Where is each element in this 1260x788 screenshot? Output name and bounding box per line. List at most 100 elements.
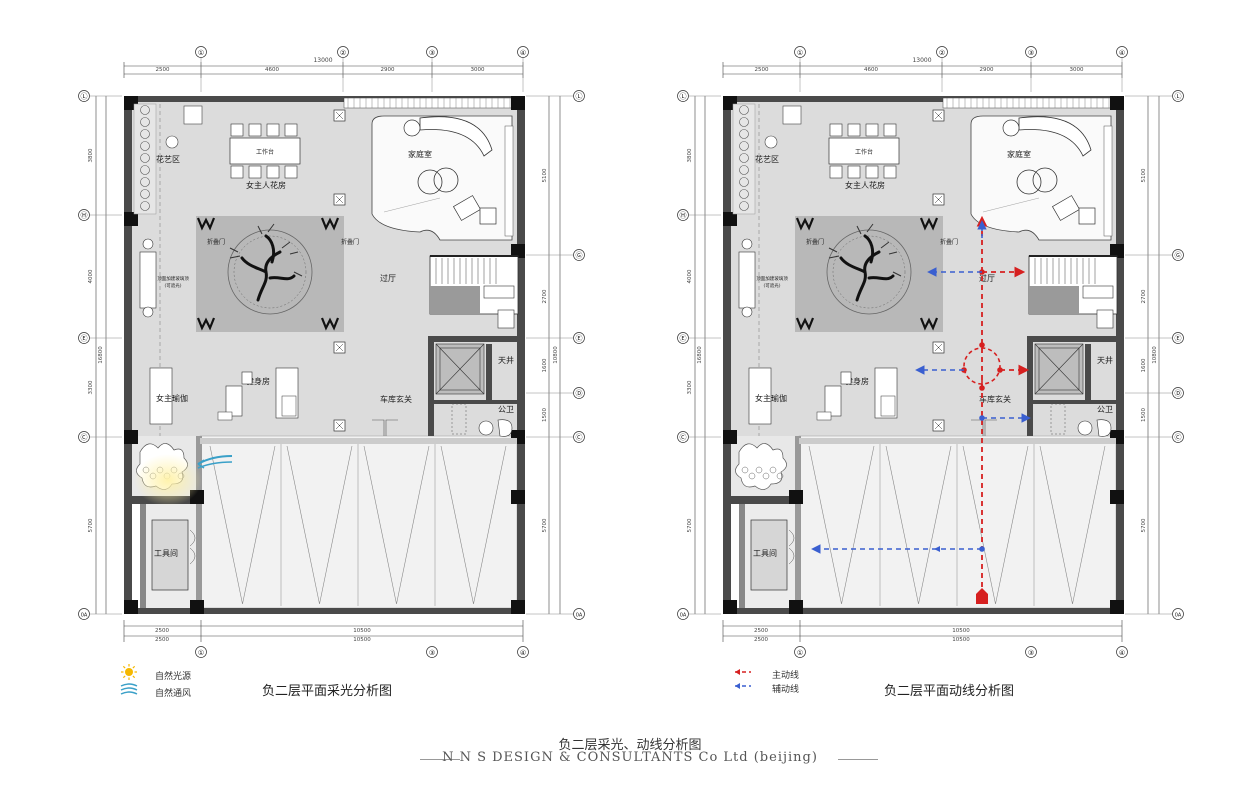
- sun-ray: [122, 665, 126, 669]
- grid-label-right-2: Ⓔ: [1175, 335, 1182, 343]
- sun-ray: [132, 665, 136, 669]
- grid-label-top-3: ④: [1119, 49, 1125, 57]
- workbench-chair-bot-2: [266, 165, 280, 179]
- dim-right-seg-1: 2700: [1141, 289, 1147, 303]
- grid-bubble-right-1: [573, 249, 585, 261]
- workbench-chair-top-0: [829, 123, 843, 137]
- dim-right-seg-0: 5100: [1141, 168, 1147, 182]
- workbench-table: [828, 137, 900, 165]
- grid-bubble-top-3: [1116, 46, 1128, 58]
- wc-wall: [1033, 400, 1117, 404]
- sink-counter: [497, 309, 515, 329]
- dim-left-seg-2: 3300: [88, 380, 94, 394]
- wall-north-window: [343, 97, 515, 109]
- pillar-x-2: [335, 343, 344, 352]
- dim-top-seg-0: 2500: [156, 67, 170, 73]
- grid-label-bottom-0: ①: [797, 649, 803, 657]
- gym-treadmill: [275, 367, 299, 419]
- planter-plant: [140, 165, 150, 175]
- label-hostess-yoga: 女主瑜伽: [156, 393, 188, 403]
- column-7: [1110, 490, 1124, 504]
- aux-flow-node-0: [979, 415, 985, 421]
- dim-left-seg-0: 3800: [687, 148, 693, 162]
- dim-bottom-total: 10500: [952, 637, 970, 643]
- elevator-inner: [439, 347, 481, 391]
- label-ceiling-note: 顶面加建玻璃顶: [157, 275, 189, 282]
- grid-bubble-left-2: [78, 332, 90, 344]
- grid-label-right-4: Ⓒ: [1175, 434, 1182, 442]
- parking-bay-0: [808, 445, 875, 605]
- legend-label-ventilation: 自然通风: [155, 689, 192, 699]
- folding-door-mark-0: [196, 217, 216, 231]
- shrub-leaf: [741, 466, 749, 474]
- workbench-chair-bot-0: [829, 165, 843, 179]
- label-folding-door-left: 折叠门: [806, 238, 824, 246]
- grid-bubble-bottom-1: [1025, 646, 1037, 658]
- grid-bubble-right-5: [1172, 608, 1184, 620]
- grid-label-right-5: 0A: [1175, 613, 1182, 619]
- sun-ray: [132, 675, 136, 679]
- gym-machine-a: [225, 385, 243, 417]
- dim-right-total: 10800: [553, 346, 559, 364]
- planter-plant: [739, 117, 749, 127]
- dim-right-seg-3: 1500: [1141, 408, 1147, 422]
- grid-bubble-top-2: [1025, 46, 1037, 58]
- dim-right-seg-4: 5700: [542, 518, 548, 532]
- stair-step-lower: [483, 285, 515, 299]
- column-4: [723, 430, 737, 444]
- dim-top-seg-1: 4600: [864, 67, 878, 73]
- tree-needles: [828, 223, 902, 277]
- ventilation-arrows: [197, 455, 233, 469]
- workbench-chair-top-3: [883, 123, 897, 137]
- wall-tool-west: [140, 504, 146, 608]
- grid-bubble-right-1: [1172, 249, 1184, 261]
- grid-label-top-2: ③: [1028, 49, 1034, 57]
- planter-plant: [739, 201, 749, 211]
- grid-bubble-left-1: [677, 209, 689, 221]
- stool: [764, 135, 778, 149]
- label-public-wc: 公卫: [1097, 405, 1113, 414]
- grid-bubble-top-0: [195, 46, 207, 58]
- pillar-x-0: [335, 111, 344, 120]
- wall-west: [723, 96, 731, 614]
- planter-plant: [140, 117, 150, 127]
- grid-bubble-left-3: [677, 431, 689, 443]
- tool-room-door: [189, 529, 196, 565]
- wind-waves: [120, 683, 138, 695]
- dim-bottom-seg-1: 10500: [353, 628, 371, 634]
- wc-toilet: [497, 419, 513, 437]
- grid-bubble-left-4: [677, 608, 689, 620]
- dim-top-seg-1: 4600: [265, 67, 279, 73]
- grid-bubble-right-2: [1172, 332, 1184, 344]
- pillar-x-3: [335, 421, 344, 430]
- dim-left-seg-1: 4000: [687, 269, 693, 283]
- dim-left-seg-0: 3800: [88, 148, 94, 162]
- grid-label-top-1: ②: [340, 49, 346, 57]
- folding-door-mark-2: [196, 317, 216, 331]
- coffee-table-a: [417, 169, 443, 195]
- grid-bubble-right-5: [573, 608, 585, 620]
- coffee-table-b: [1032, 167, 1058, 193]
- grid-label-left-4: 0A: [680, 613, 687, 619]
- room-line: [383, 197, 441, 213]
- wc-shower: [1050, 403, 1066, 435]
- planter-plant: [140, 201, 150, 211]
- carpet-ring-inner: [233, 235, 307, 309]
- workbench-chair-bot-3: [883, 165, 897, 179]
- label-ceiling-note-sub: (可遮光): [164, 282, 181, 289]
- grid-label-right-4: Ⓒ: [576, 434, 583, 442]
- bench-stool-top: [741, 238, 753, 250]
- label-hostess-flower-room: 女主人花房: [246, 180, 286, 190]
- grid-bubble-bottom-1: [426, 646, 438, 658]
- dim-left-seg-1: 4000: [88, 269, 94, 283]
- flower-planter: [133, 103, 157, 215]
- wind-icon: [120, 683, 138, 695]
- dim-top-seg-2: 2900: [980, 67, 994, 73]
- core-wall-left: [428, 336, 434, 436]
- dim-right-seg-4: 5700: [1141, 518, 1147, 532]
- plan-caption-lighting: 负二层平面采光分析图: [262, 684, 393, 699]
- grid-bubble-top-1: [337, 46, 349, 58]
- workbench-chair-top-0: [230, 123, 244, 137]
- parking-bay-1: [885, 445, 952, 605]
- floor-garage: [798, 435, 1117, 609]
